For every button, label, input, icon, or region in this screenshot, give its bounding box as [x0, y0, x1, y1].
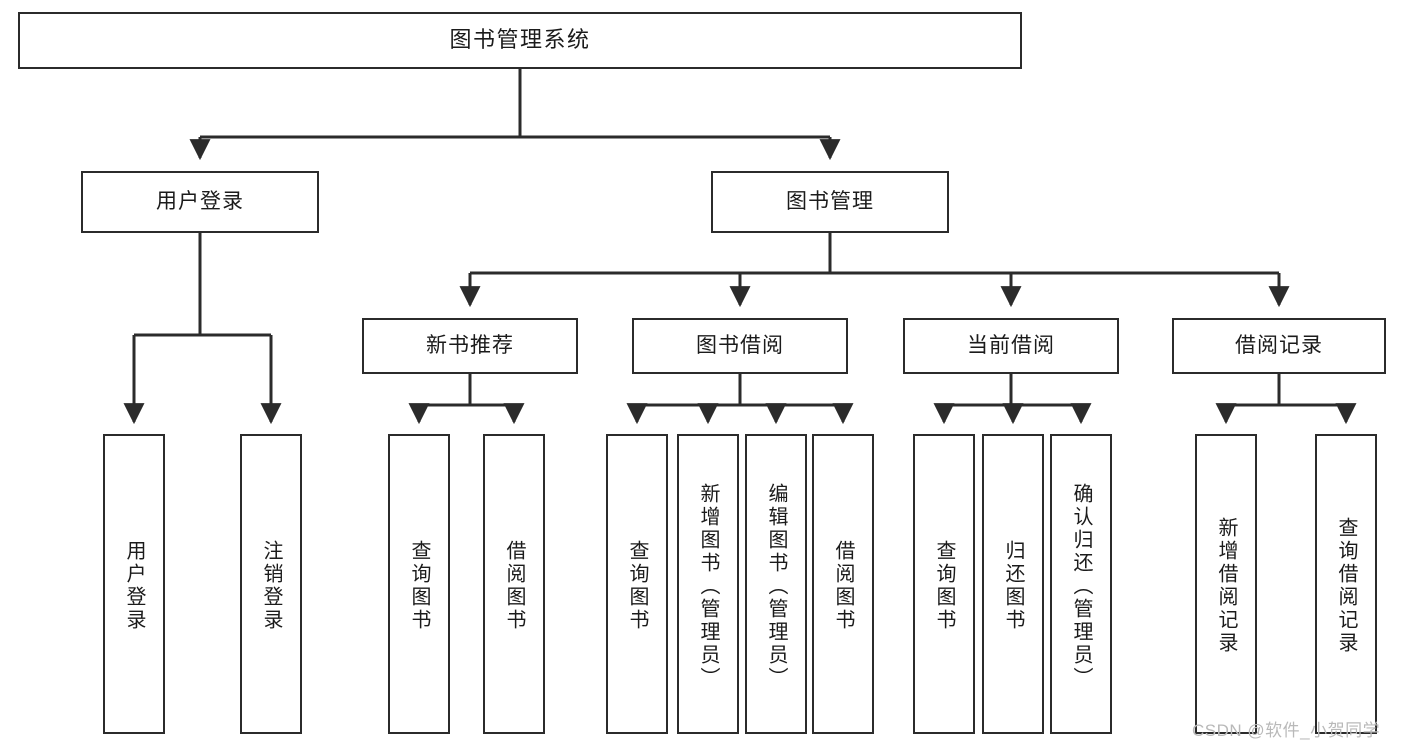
leaf-label: 查询图书 — [933, 540, 955, 632]
node-current-borrow[interactable]: 当前借阅 — [903, 318, 1119, 374]
node-book-borrow[interactable]: 图书借阅 — [632, 318, 848, 374]
leaf-label: 新增图书（管理员） — [697, 482, 719, 690]
leaf-label: 借阅图书 — [503, 540, 525, 632]
node-leaf-br-add-record[interactable]: 新增借阅记录 — [1195, 434, 1257, 734]
leaf-label: 借阅图书 — [832, 540, 854, 632]
node-leaf-cb-return-book[interactable]: 归还图书 — [982, 434, 1044, 734]
leaf-label: 用户登录 — [123, 540, 145, 632]
node-leaf-user-login[interactable]: 用户登录 — [103, 434, 165, 734]
node-leaf-br-query-record[interactable]: 查询借阅记录 — [1315, 434, 1377, 734]
node-leaf-cb-query-book[interactable]: 查询图书 — [913, 434, 975, 734]
node-leaf-bb-add-book[interactable]: 新增图书（管理员） — [677, 434, 739, 734]
node-leaf-rec-borrow-book[interactable]: 借阅图书 — [483, 434, 545, 734]
leaf-label: 确认归还（管理员） — [1070, 482, 1092, 690]
node-borrow-record[interactable]: 借阅记录 — [1172, 318, 1386, 374]
leaf-label: 新增借阅记录 — [1215, 517, 1237, 655]
node-leaf-bb-query-book[interactable]: 查询图书 — [606, 434, 668, 734]
node-new-book-rec[interactable]: 新书推荐 — [362, 318, 578, 374]
node-user-login[interactable]: 用户登录 — [81, 171, 319, 233]
leaf-label: 查询图书 — [626, 540, 648, 632]
node-leaf-logout[interactable]: 注销登录 — [240, 434, 302, 734]
node-leaf-rec-query-book[interactable]: 查询图书 — [388, 434, 450, 734]
leaf-label: 编辑图书（管理员） — [765, 482, 787, 690]
node-leaf-bb-edit-book[interactable]: 编辑图书（管理员） — [745, 434, 807, 734]
csdn-watermark: CSDN @软件_小贺同学 — [1192, 721, 1381, 740]
node-leaf-bb-borrow-book[interactable]: 借阅图书 — [812, 434, 874, 734]
node-root-system[interactable]: 图书管理系统 — [18, 12, 1022, 69]
leaf-label: 归还图书 — [1002, 540, 1024, 632]
node-book-manage[interactable]: 图书管理 — [711, 171, 949, 233]
leaf-label: 查询图书 — [408, 540, 430, 632]
leaf-label: 注销登录 — [260, 540, 282, 632]
node-leaf-cb-confirm-return[interactable]: 确认归还（管理员） — [1050, 434, 1112, 734]
leaf-label: 查询借阅记录 — [1335, 517, 1357, 655]
